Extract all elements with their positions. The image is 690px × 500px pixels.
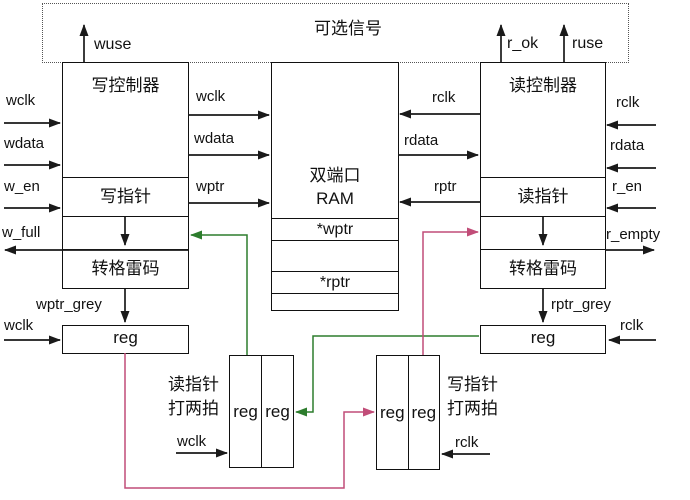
optional-signal-label: 可选信号: [314, 19, 382, 38]
read-pointer-label: 读指针: [517, 187, 569, 206]
wuse-label: wuse: [94, 36, 132, 53]
sync-to-read-controller-wire: [422, 227, 479, 355]
wptr-grey-reg-block: reg: [62, 325, 189, 354]
rdata-port-label: rdata: [610, 137, 645, 154]
rptr-grey-label: rptr_grey: [551, 296, 612, 313]
divider: [271, 218, 399, 219]
divider: [62, 249, 189, 250]
sync-reg-cell: reg: [265, 401, 290, 421]
read-sync-label-line2: 打两拍: [168, 399, 219, 418]
divider: [480, 249, 606, 250]
write-pointer-sync-block: reg reg: [376, 355, 440, 470]
r-empty-port-label: r_empty: [606, 226, 661, 243]
wclk-port-label: wclk: [6, 92, 36, 109]
ram-rptr-row: *rptr: [319, 274, 351, 291]
divider: [271, 271, 399, 272]
r-en-port-label: r_en: [612, 178, 643, 195]
rptr-bus-label: rptr: [434, 178, 457, 195]
wdata-bus-label: wdata: [194, 130, 235, 147]
divider: [480, 216, 606, 217]
sync-to-write-controller-wire: [190, 230, 248, 355]
reg-label: reg: [530, 328, 556, 347]
rdata-bus-label: rdata: [404, 132, 439, 149]
wdata-port-label: wdata: [4, 135, 45, 152]
wclk-reg-label: wclk: [4, 317, 34, 334]
ram-wptr-row: *wptr: [316, 221, 354, 238]
ram-title-line2: RAM: [316, 189, 354, 208]
wclk-bus-label: wclk: [196, 88, 226, 105]
write-sync-clk-label: rclk: [455, 434, 479, 451]
wptr-bus-label: wptr: [196, 178, 225, 195]
write-controller-block: 写控制器 写指针 转格雷码: [62, 62, 189, 289]
read-controller-block: 读控制器 读指针 转格雷码: [480, 62, 606, 289]
sync-reg-cell: reg: [377, 356, 409, 469]
r-ok-label: r_ok: [507, 35, 539, 52]
divider: [271, 293, 399, 294]
divider: [62, 177, 189, 178]
rclk-bus-label: rclk: [432, 89, 456, 106]
reg-label: reg: [113, 328, 138, 347]
ruse-label: ruse: [572, 35, 604, 52]
read-controller-title: 读控制器: [509, 76, 577, 95]
ram-block: 双端口 RAM *wptr *rptr: [271, 62, 399, 311]
divider: [62, 216, 189, 217]
w-en-port-label: w_en: [4, 178, 40, 195]
rclk-reg-label: rclk: [620, 317, 644, 334]
wptr-grey-label: wptr_grey: [36, 296, 102, 313]
write-sync-label-line2: 打两拍: [447, 399, 498, 418]
write-sync-label-line1: 写指针: [447, 375, 498, 394]
sync-reg-cell: reg: [230, 356, 262, 467]
read-sync-label-line1: 读指针: [168, 375, 219, 394]
rclk-port-label: rclk: [616, 94, 640, 111]
write-gray-label: 转格雷码: [91, 259, 160, 278]
write-pointer-label: 写指针: [100, 187, 151, 206]
rptr-grey-reg-block: reg: [480, 325, 606, 354]
divider: [480, 177, 606, 178]
divider: [271, 240, 399, 241]
read-gray-label: 转格雷码: [509, 259, 577, 278]
sync-reg-cell: reg: [411, 402, 437, 422]
read-sync-clk-label: wclk: [177, 433, 207, 450]
ram-title-line1: 双端口: [309, 166, 361, 185]
write-controller-title: 写控制器: [91, 76, 160, 95]
read-pointer-sync-block: reg reg: [229, 355, 294, 468]
w-full-port-label: w_full: [2, 224, 41, 241]
